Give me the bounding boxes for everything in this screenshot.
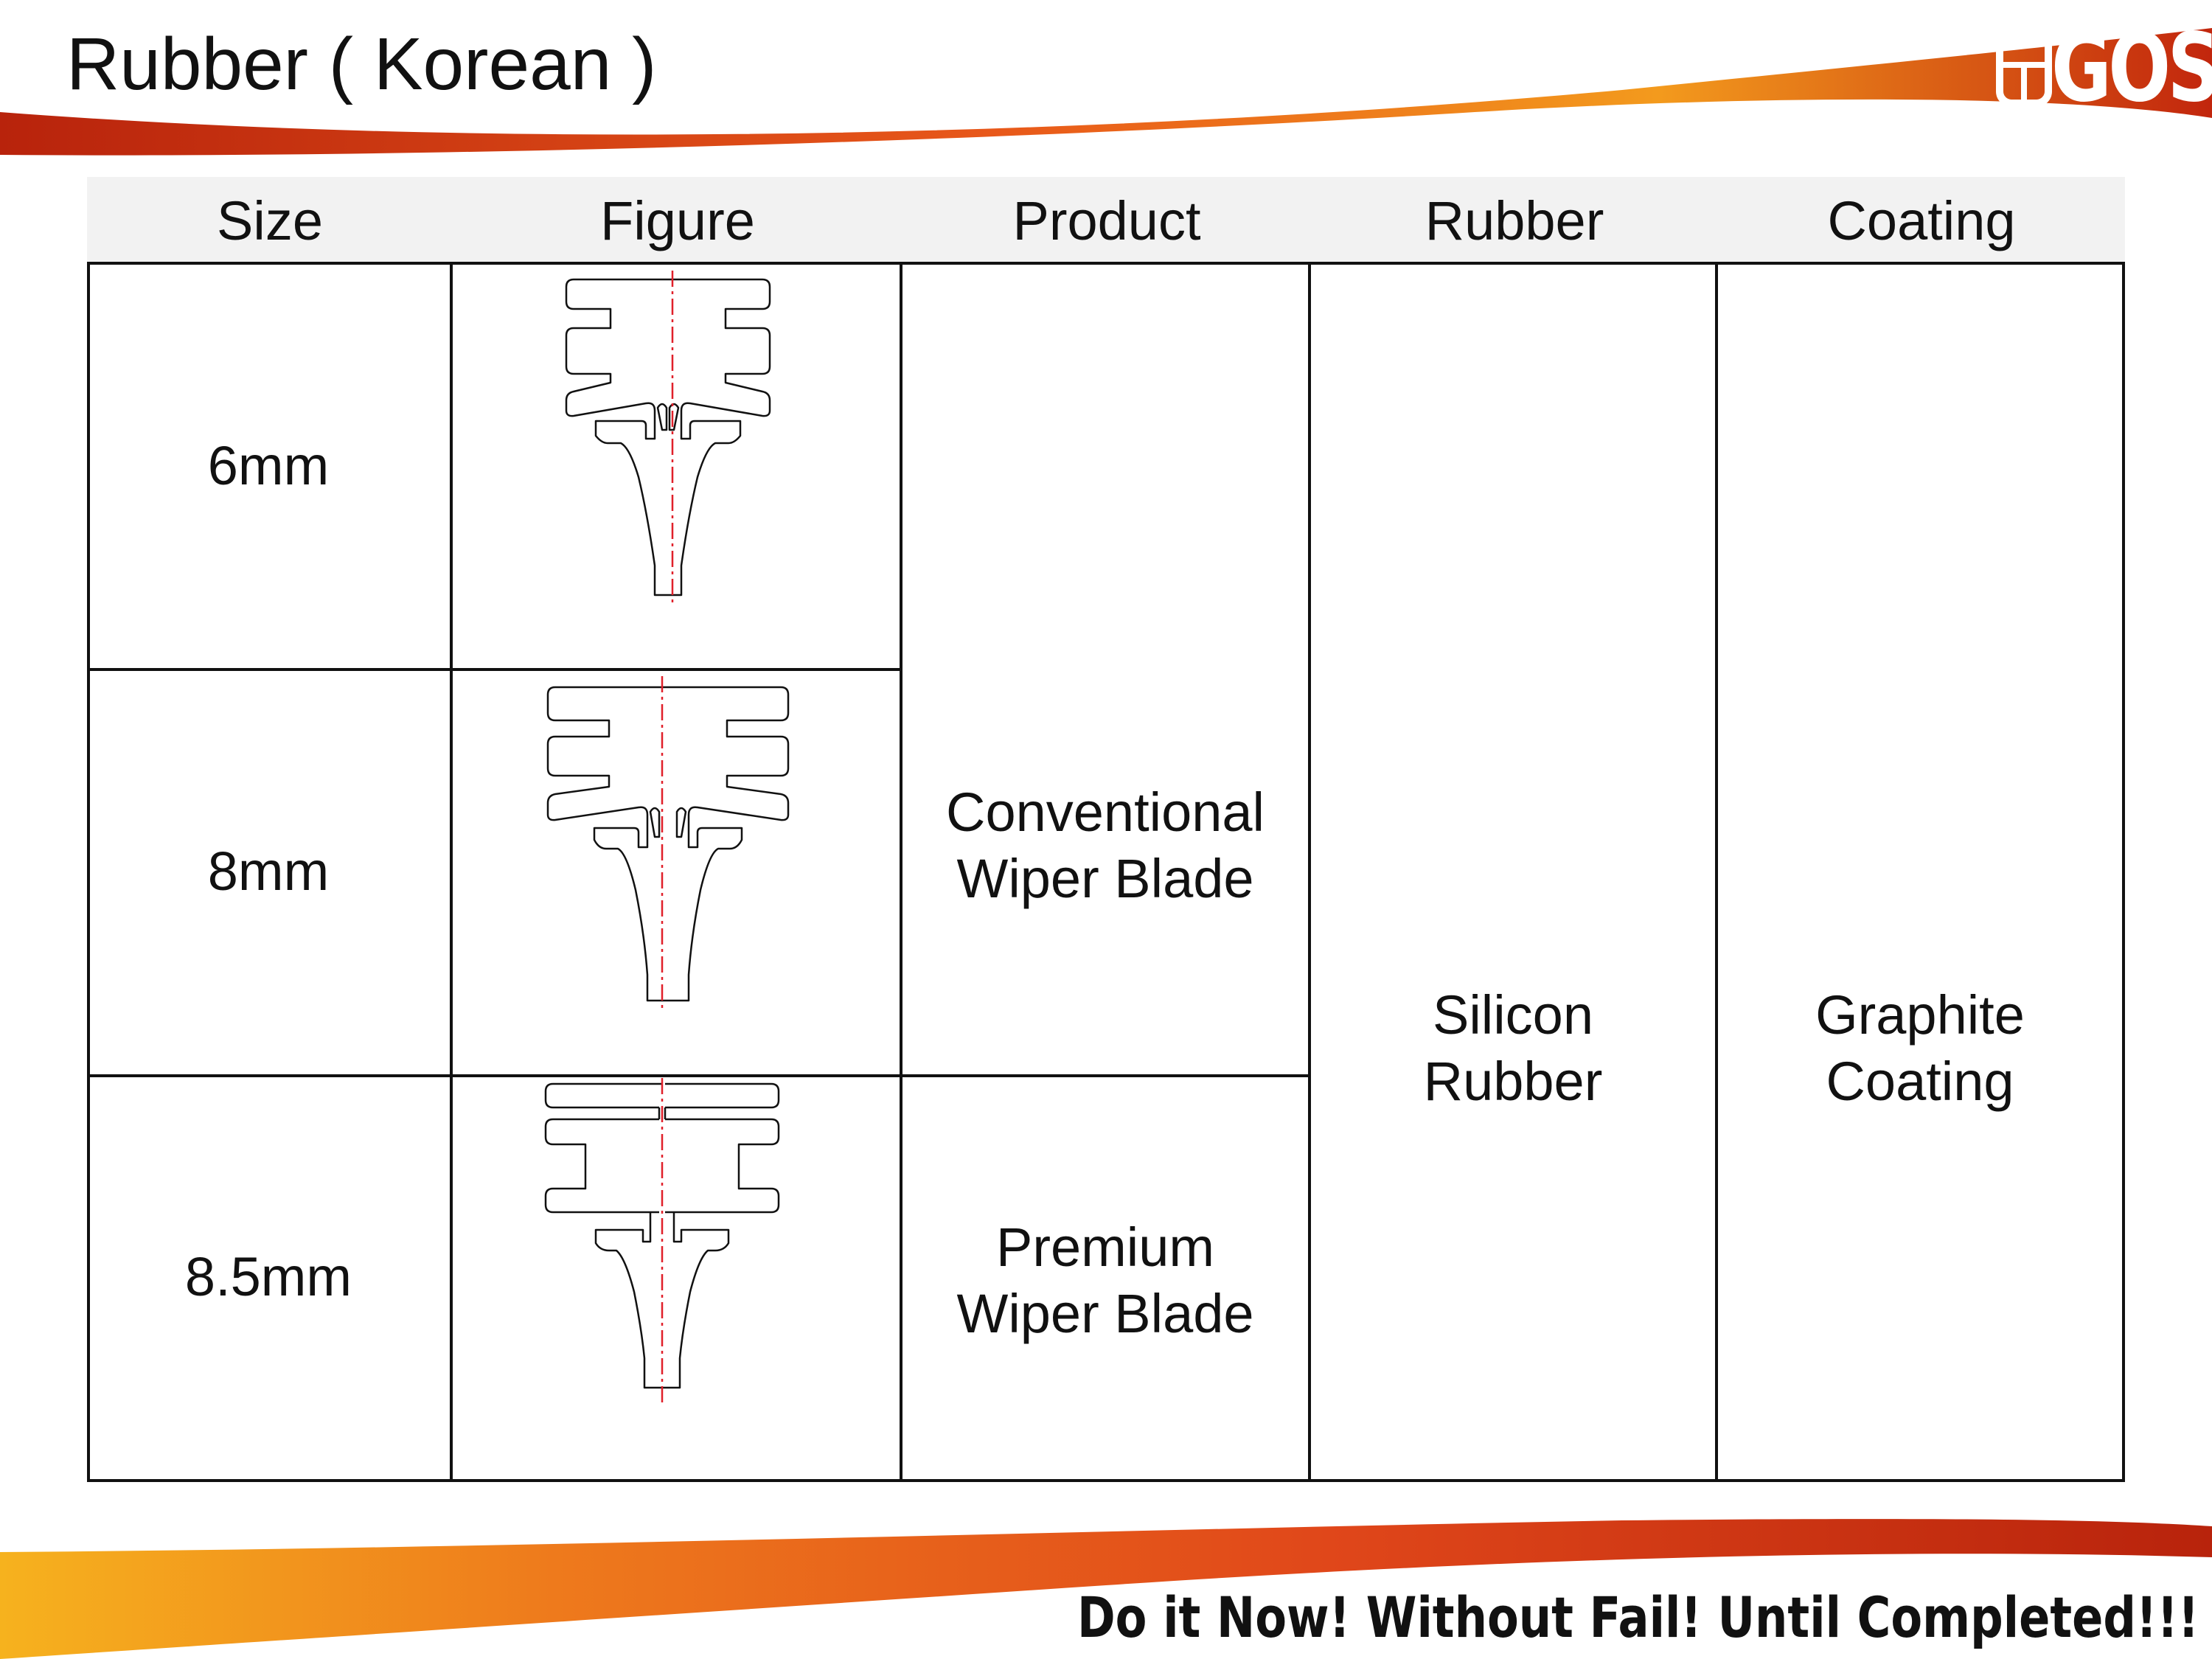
coating-line: Graphite	[1815, 984, 2025, 1046]
product-cell-conventional: Conventional Wiper Blade	[902, 779, 1308, 912]
product-line: Conventional	[946, 782, 1265, 843]
rubber-cell: Silicon Rubber	[1311, 982, 1715, 1115]
header-coating: Coating	[1827, 190, 2016, 251]
header-figure: Figure	[600, 190, 755, 251]
wiper-rubber-profile-8mm-icon	[546, 676, 790, 1008]
page-title: Rubber ( Korean )	[66, 23, 657, 105]
size-cell: 8mm	[207, 841, 330, 902]
table-border-bottom	[87, 1479, 2125, 1482]
motto-slogan: Do it Now! Without Fail! Until Completed…	[1077, 1585, 2199, 1650]
top-swoosh	[0, 28, 2212, 156]
gos-logo: GOS	[1991, 13, 2212, 123]
bottom-swoosh	[0, 1519, 2212, 1659]
table-body: 6mm 8mm 8.5mm Conventional Wiper Blade P…	[87, 263, 2125, 1482]
wiper-rubber-profile-8.5mm-icon	[544, 1078, 780, 1402]
table-border-left	[87, 263, 90, 1482]
rubber-spec-table: Size Figure Product Rubber Coating 6mm 8…	[87, 177, 2125, 1482]
size-cell: 6mm	[207, 435, 330, 496]
header-rubber: Rubber	[1425, 190, 1604, 251]
table-header-row: Size Figure Product Rubber Coating	[87, 177, 2125, 265]
coating-line: Coating	[1826, 1051, 2014, 1112]
product-line: Wiper Blade	[956, 1283, 1254, 1344]
rubber-line: Silicon	[1433, 984, 1593, 1046]
rubber-line: Rubber	[1423, 1051, 1603, 1112]
table-border-right	[2122, 263, 2125, 1482]
logo-text: GOS	[2051, 13, 2212, 123]
column-divider	[1308, 263, 1311, 1482]
product-line: Premium	[995, 1217, 1215, 1278]
coating-cell: Graphite Coating	[1718, 982, 2122, 1115]
header-product: Product	[1012, 190, 1201, 251]
row-divider	[87, 668, 902, 671]
logo-mark-icon	[1996, 27, 2052, 107]
column-divider	[1715, 263, 1718, 1482]
header-size: Size	[217, 190, 323, 251]
column-divider	[900, 263, 902, 1482]
wiper-rubber-profile-6mm-icon	[565, 271, 771, 606]
row-divider	[87, 1074, 1311, 1077]
product-cell-premium: Premium Wiper Blade	[902, 1214, 1308, 1347]
size-cell: 8.5mm	[184, 1246, 352, 1307]
column-divider	[450, 263, 453, 1482]
product-line: Wiper Blade	[956, 848, 1254, 909]
